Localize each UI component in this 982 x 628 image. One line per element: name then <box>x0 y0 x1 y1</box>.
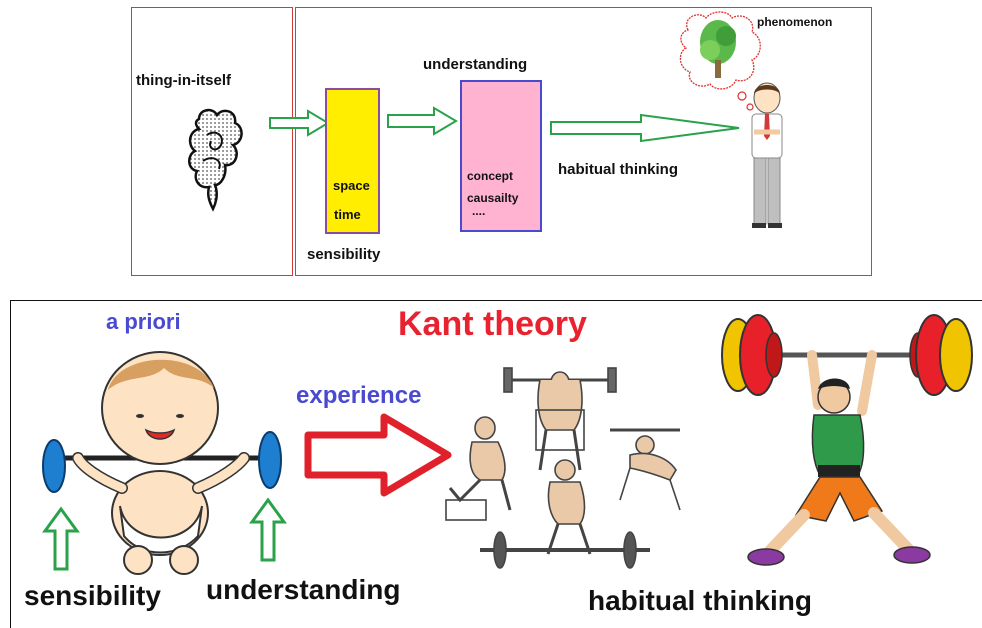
sensibility-box <box>325 88 380 234</box>
a-priori-label: a priori <box>106 309 181 334</box>
phenomenon-frame <box>295 7 872 276</box>
baby-figure <box>42 351 282 575</box>
causality-label: causailty <box>467 191 519 205</box>
experience-label: experience <box>296 382 422 409</box>
arrow-to-sensibility <box>269 109 330 137</box>
arrow-to-understanding <box>387 106 458 136</box>
weightlifting-illustration <box>445 367 681 569</box>
bottom-sensibility-label: sensibility <box>24 580 161 611</box>
arrow-to-phenomenon <box>550 113 740 143</box>
panel-title: Kant theory <box>398 305 587 343</box>
understanding-box <box>460 80 542 232</box>
space-label: space <box>333 178 370 193</box>
thing-in-itself-frame <box>131 7 293 276</box>
thing-in-itself-label: thing-in-itself <box>136 72 231 89</box>
cloud-icon <box>188 108 243 212</box>
habitual-thinking-label: habitual thinking <box>558 161 678 178</box>
sensibility-label: sensibility <box>307 246 381 263</box>
understanding-up-arrow <box>249 497 287 562</box>
ellipsis-label: .... <box>472 204 486 218</box>
tree-thought-icon <box>679 11 761 111</box>
experience-arrow <box>304 413 452 497</box>
weightlifter-figure <box>721 314 973 566</box>
sensibility-up-arrow <box>42 506 80 571</box>
kant-theory-panel <box>10 300 982 628</box>
man-figure <box>751 82 783 228</box>
concept-label: concept <box>467 169 514 183</box>
bottom-habitual-thinking-label: habitual thinking <box>588 585 812 616</box>
bottom-understanding-label: understanding <box>206 574 401 605</box>
time-label: time <box>334 207 361 222</box>
understanding-label: understanding <box>423 56 528 73</box>
phenomenon-label: phenomenon <box>757 15 833 29</box>
